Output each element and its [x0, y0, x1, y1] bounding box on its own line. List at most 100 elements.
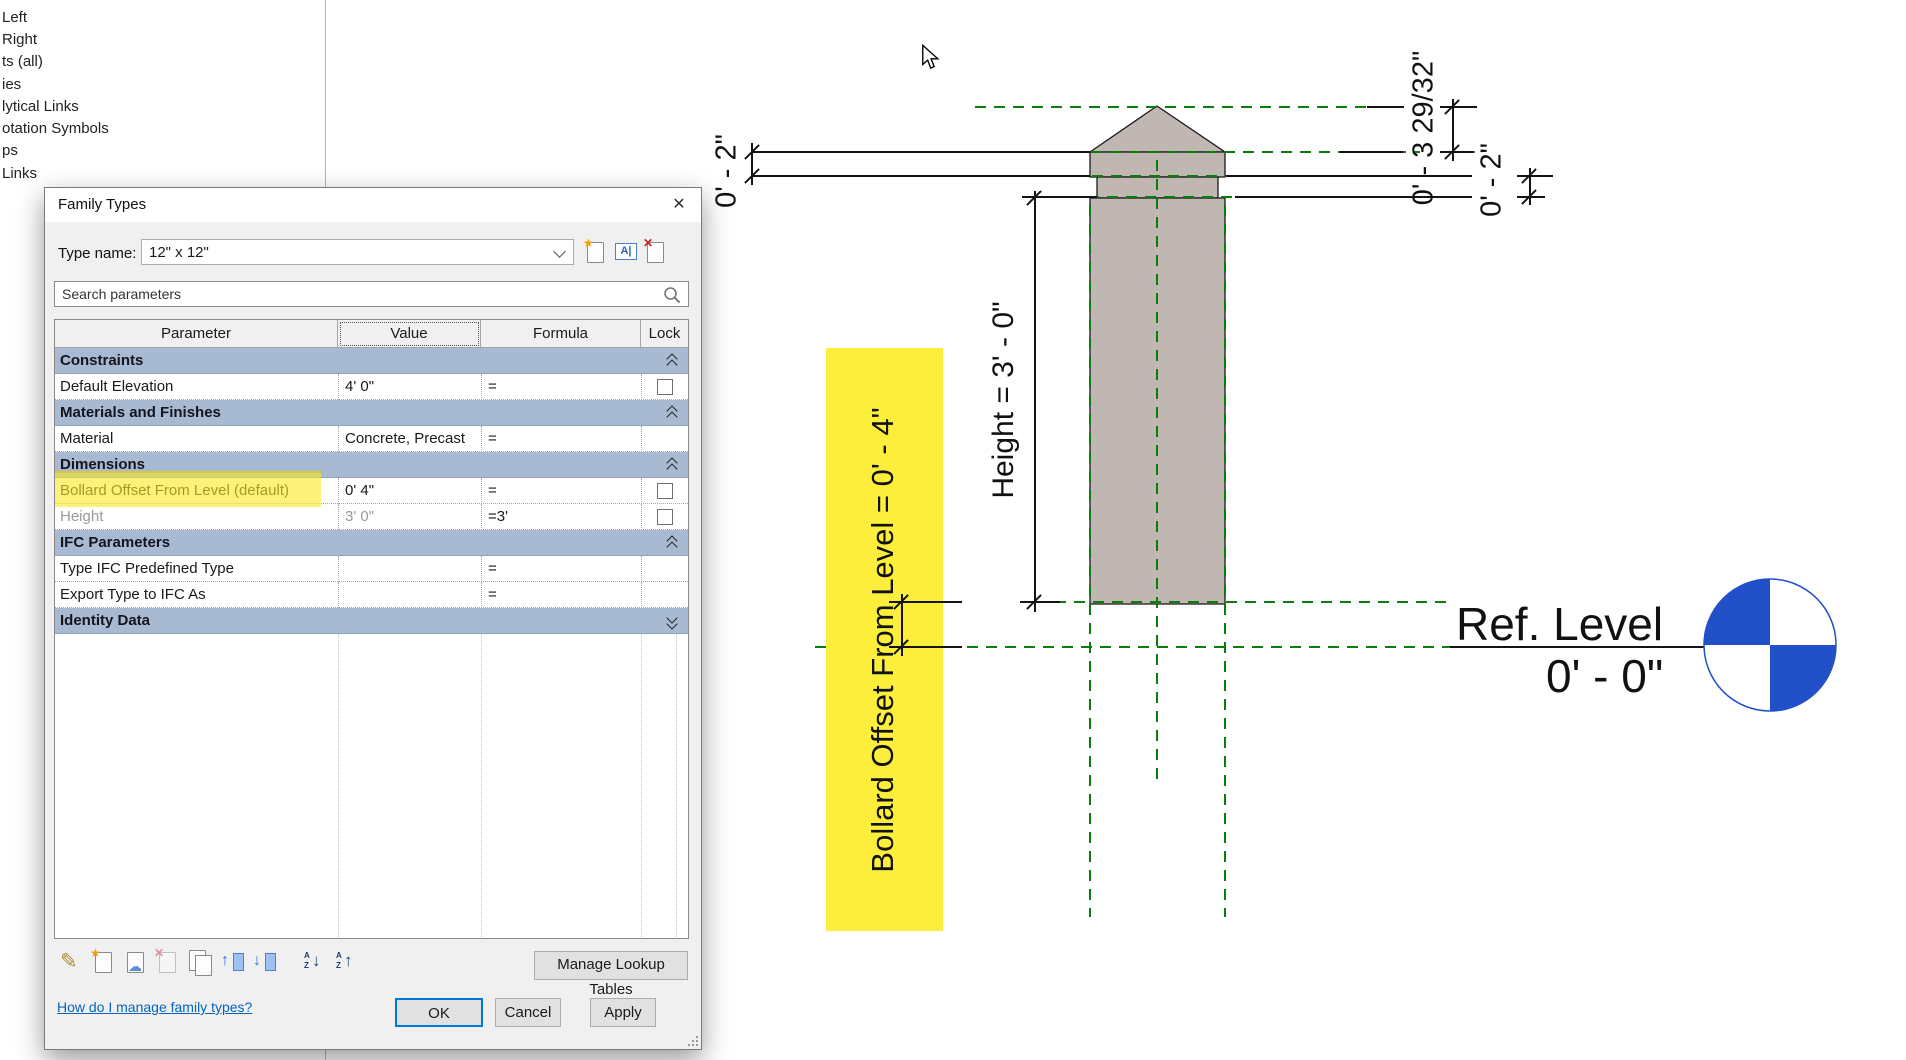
column-header-value[interactable]: Value [338, 320, 481, 348]
ref-plane-right-edge [1224, 205, 1226, 917]
edit-parameter-button[interactable]: ✎ [59, 949, 85, 975]
dim-text-height[interactable]: Height = 3' - 0" [987, 301, 1020, 499]
lock-checkbox[interactable] [657, 509, 673, 525]
offset-annotation-text[interactable]: Bollard Offset From Level = 0' - 4" [865, 407, 900, 873]
param-value[interactable] [338, 556, 481, 582]
arrow-up-icon: ↑ [221, 952, 229, 969]
shared-parameter-button[interactable]: ☁ [123, 949, 149, 975]
ref-plane-cap-base [958, 151, 1420, 153]
move-down-button[interactable]: ↓ [252, 949, 278, 975]
sort-descending-button[interactable]: A Z ↑ [335, 949, 361, 975]
rename-type-button[interactable]: A| [613, 239, 639, 265]
help-link[interactable]: How do I manage family types? [57, 999, 253, 1015]
dialog-title: Family Types [58, 196, 147, 213]
az-icon: Z [336, 961, 341, 970]
param-value[interactable]: 4' 0" [338, 374, 481, 400]
lock-checkbox[interactable] [657, 483, 673, 499]
sort-ascending-button[interactable]: A Z ↓ [303, 949, 329, 975]
cancel-button[interactable]: Cancel [495, 998, 561, 1027]
browser-item[interactable]: Left [2, 9, 28, 26]
ref-plane-level [815, 646, 1450, 648]
new-type-button[interactable]: ★ [583, 237, 609, 265]
browser-item[interactable]: ies [2, 76, 22, 93]
ext-line [1235, 196, 1472, 198]
param-value[interactable] [338, 582, 481, 608]
browser-item[interactable]: lytical Links [2, 98, 79, 115]
level-name[interactable]: Ref. Level [1456, 598, 1664, 650]
ext-line [1367, 106, 1404, 108]
search-placeholder: Search parameters [62, 286, 182, 302]
type-name-select[interactable]: 12" x 12" [141, 239, 574, 265]
resize-grip[interactable] [688, 1036, 698, 1046]
param-formula[interactable]: = [481, 478, 641, 504]
param-formula[interactable]: = [481, 374, 641, 400]
close-icon[interactable]: ✕ [672, 196, 686, 213]
param-row-type-ifc-predefined: Type IFC Predefined Type = [55, 556, 688, 582]
level-elevation[interactable]: 0' - 0" [1546, 650, 1664, 702]
dim-line [751, 143, 753, 185]
delete-parameter-button[interactable]: ✕ [154, 947, 181, 975]
dim-text-cap-band[interactable]: 0' - 2" [1474, 143, 1510, 217]
collapse-chevron-icon[interactable] [666, 457, 678, 475]
cloud-icon: ☁ [128, 958, 142, 974]
group-row-identity-data[interactable]: Identity Data [55, 608, 688, 634]
dim-stub [1517, 196, 1545, 198]
az-icon: A [336, 951, 342, 960]
group-label: IFC Parameters [60, 534, 171, 551]
manage-lookup-tables-button[interactable]: Manage Lookup Tables [534, 951, 688, 998]
bollard-geometry[interactable] [1088, 102, 1230, 606]
ref-plane-band [940, 175, 1470, 177]
offset-highlight-marker [826, 348, 943, 931]
group-row-dimensions[interactable]: Dimensions [55, 452, 688, 478]
browser-item[interactable]: Links [2, 165, 38, 182]
column-guide [641, 634, 642, 937]
chevron-down-icon [553, 245, 566, 258]
group-label: Dimensions [60, 456, 146, 473]
param-formula[interactable]: =3' [481, 504, 641, 530]
column-header-lock[interactable]: Lock [641, 320, 688, 348]
param-value[interactable]: 0' 4" [338, 478, 481, 504]
lock-cell [641, 504, 688, 530]
new-parameter-button[interactable]: ★ [90, 946, 117, 975]
param-formula[interactable]: = [481, 582, 641, 608]
param-formula[interactable]: = [481, 556, 641, 582]
page-icon [195, 955, 212, 976]
lock-cell [641, 582, 688, 608]
delete-type-button[interactable]: ✕ [643, 237, 669, 265]
lock-checkbox[interactable] [657, 379, 673, 395]
browser-item[interactable]: ps [2, 142, 18, 159]
ext-line [752, 175, 1090, 177]
duplicate-parameter-button[interactable] [187, 949, 213, 976]
new-star-icon: ★ [90, 946, 101, 960]
browser-item[interactable]: ts (all) [2, 53, 43, 70]
parameter-table: Parameter Value Formula Lock Constraints… [54, 319, 689, 939]
browser-item[interactable]: otation Symbols [2, 120, 109, 137]
param-formula[interactable]: = [481, 426, 641, 452]
column-header-formula[interactable]: Formula [481, 320, 641, 348]
param-name: Bollard Offset From Level (default) [60, 482, 289, 499]
lock-cell [641, 374, 688, 400]
dialog-titlebar[interactable]: Family Types ✕ [45, 188, 701, 222]
ref-plane-centerline [1156, 160, 1158, 783]
collapse-chevron-icon[interactable] [666, 353, 678, 371]
collapse-chevron-icon[interactable] [666, 405, 678, 423]
group-row-ifc-parameters[interactable]: IFC Parameters [55, 530, 688, 556]
arrow-down-icon: ↓ [253, 952, 261, 969]
group-row-constraints[interactable]: Constraints [55, 348, 688, 374]
search-input[interactable]: Search parameters [54, 281, 689, 307]
lock-cell [641, 556, 688, 582]
ok-button[interactable]: OK [395, 998, 483, 1027]
move-up-button[interactable]: ↑ [220, 949, 246, 975]
browser-item[interactable]: Right [2, 31, 38, 48]
apply-button[interactable]: Apply [590, 998, 656, 1027]
dim-text-cap[interactable]: 0' - 3 29/32" [1407, 50, 1440, 206]
dim-text-collar[interactable]: 0' - 2" [710, 134, 743, 208]
column-header-parameter[interactable]: Parameter [55, 320, 338, 348]
collapse-chevron-icon[interactable] [666, 535, 678, 553]
level-head-symbol[interactable] [1702, 577, 1838, 713]
group-row-materials[interactable]: Materials and Finishes [55, 400, 688, 426]
column-guide [676, 634, 677, 937]
param-value[interactable]: Concrete, Precast [338, 426, 481, 452]
expand-chevron-icon[interactable] [666, 612, 678, 630]
page-icon [587, 242, 604, 263]
